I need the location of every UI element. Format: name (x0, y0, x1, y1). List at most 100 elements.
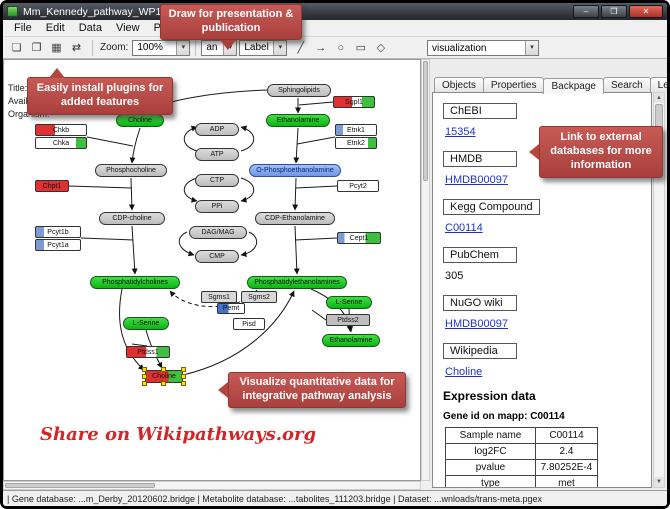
menu-data[interactable]: Data (78, 22, 102, 34)
pathway-node-phosphatidylcholines[interactable]: Phosphatidylcholines (90, 276, 180, 289)
pathway-node-phosphocholine[interactable]: Phosphocholine (95, 164, 167, 177)
canvas-vertical-scrollbar[interactable] (421, 59, 430, 481)
selection-handle[interactable] (181, 367, 186, 372)
tab-properties[interactable]: Properties (482, 77, 545, 93)
pathway-edge[interactable] (183, 125, 198, 152)
label-combobox[interactable]: Label ▾ (239, 39, 288, 56)
canvas-horizontal-scrollbar[interactable] (3, 481, 421, 490)
menu-edit[interactable]: Edit (45, 22, 65, 34)
tab-backpage[interactable]: Backpage (543, 78, 604, 94)
pathway-node-pcyt2[interactable]: Pcyt2 (337, 180, 379, 192)
pathway-node-choline[interactable]: Choline (116, 114, 164, 127)
pathway-node-phosphatidylethanolamines[interactable]: Phosphatidylethanolamines (247, 276, 347, 289)
pathway-canvas[interactable]: Title: Availability: Organism: Sphingoli… (3, 59, 421, 481)
selection-handle[interactable] (161, 381, 166, 386)
chevron-down-icon[interactable]: ▾ (273, 40, 287, 55)
pathway-node-cept1[interactable]: Cept1 (337, 232, 381, 244)
pathway-edge[interactable] (80, 237, 134, 241)
pathway-edge[interactable] (183, 177, 198, 203)
pathway-edge[interactable] (129, 127, 141, 164)
selection-handle[interactable] (181, 381, 186, 386)
scrollbar-thumb[interactable] (423, 61, 428, 181)
pathway-edge[interactable] (131, 343, 148, 347)
selection-handle[interactable] (161, 367, 166, 372)
pathway-node-chka[interactable]: Chka (35, 137, 87, 149)
pathway-edge[interactable] (311, 309, 327, 321)
pathway-node-sgms2[interactable]: Sgms2 (241, 291, 277, 303)
zoom-combobox[interactable]: 100% ▾ (132, 39, 191, 56)
tab-search[interactable]: Search (602, 77, 651, 93)
kegg-id-link[interactable]: C00114 (445, 222, 483, 234)
pathway-node-ethanolamine-top[interactable]: Ethanolamine (266, 114, 330, 127)
pathway-node-atp[interactable]: ATP (195, 148, 239, 161)
pathway-node-etnk2[interactable]: Etnk2 (335, 137, 377, 149)
selection-handle[interactable] (142, 367, 147, 372)
pathway-node-etnk1[interactable]: Etnk1 (335, 124, 377, 136)
pathway-edge[interactable] (119, 288, 145, 371)
pathway-edge[interactable] (240, 231, 258, 257)
pathway-node-pcyt1b[interactable]: Pcyt1b (35, 226, 81, 238)
pathway-node-pcyt1a[interactable]: Pcyt1a (35, 239, 81, 251)
minimize-button[interactable]: – (573, 5, 599, 18)
close-button[interactable]: ✕ (629, 5, 663, 18)
pathway-node-sgpl1[interactable]: Sgpl1 (333, 96, 375, 108)
selection-handle[interactable] (142, 373, 147, 379)
pathway-node-cdp-ethanolamine[interactable]: CDP-Ethanolamine (255, 212, 335, 225)
scroll-up-icon[interactable]: ▲ (654, 93, 664, 103)
pathway-node-dag-mag[interactable]: DAG/MAG (189, 226, 247, 239)
pathway-node-chkb[interactable]: Chkb (35, 124, 87, 136)
pathway-edge[interactable] (293, 127, 300, 164)
chevron-down-icon[interactable]: ▾ (525, 41, 538, 55)
pathway-edge[interactable] (182, 290, 295, 376)
pathway-node-ptdss2[interactable]: Ptdss2 (326, 314, 370, 326)
pathway-node-ethanolamine-bottom[interactable]: Ethanolamine (322, 334, 380, 347)
pathway-node-l-serine-left[interactable]: L-Serine (123, 317, 169, 330)
pathway-edge[interactable] (131, 225, 138, 275)
chebi-id-link[interactable]: 15354 (445, 126, 476, 138)
tab-legend[interactable]: Legend (649, 77, 667, 93)
pathway-node-pemt[interactable]: Pemt (217, 303, 245, 314)
pathway-node-choline-selected[interactable]: Choline (142, 367, 186, 386)
selection-handle[interactable] (142, 381, 147, 386)
pathway-edge[interactable] (86, 136, 134, 147)
pathway-edge[interactable] (296, 136, 336, 145)
oval-tool-icon[interactable]: ○ (337, 41, 345, 54)
pathway-node-cmp[interactable]: CMP (195, 250, 239, 263)
pathway-node-sphingolipids[interactable]: Sphingolipids (267, 84, 331, 97)
hmdb-id-link[interactable]: HMDB00097 (445, 174, 508, 186)
pathway-node-o-phosphoethanolamine[interactable]: O-Phosphoethanolamine (249, 164, 341, 177)
pathway-edge[interactable] (128, 177, 135, 211)
pathway-edge[interactable] (298, 101, 334, 106)
menu-view[interactable]: View (115, 22, 140, 34)
pathway-node-chpt1[interactable]: Chpt1 (35, 180, 69, 192)
chevron-down-icon[interactable]: ▾ (176, 40, 190, 55)
pathway-edge[interactable] (240, 177, 255, 203)
pathway-edge[interactable] (292, 177, 299, 211)
pathway-node-pisd[interactable]: Pisd (233, 318, 265, 330)
pathway-edge[interactable] (178, 231, 195, 257)
pathway-node-ptdss1[interactable]: Ptdss1 (126, 346, 170, 358)
pathway-edge[interactable] (294, 237, 338, 241)
pathway-edge[interactable] (240, 125, 255, 152)
pathway-node-ppi[interactable]: PPi (195, 200, 239, 213)
pathway-edge[interactable] (293, 225, 300, 275)
arrow-tool-icon[interactable]: → (315, 41, 327, 54)
new-file-icon[interactable]: ❏ (11, 41, 22, 54)
save-icon[interactable]: ▦ (51, 41, 62, 54)
shape-tool-icon[interactable]: ◇ (376, 41, 386, 54)
nugo-id-link[interactable]: HMDB00097 (445, 318, 508, 330)
tab-objects[interactable]: Objects (434, 77, 484, 93)
maximize-button[interactable]: ❐ (601, 5, 627, 18)
pathway-node-ctp[interactable]: CTP (195, 174, 239, 187)
import-export-icon[interactable]: ⇄ (71, 41, 82, 54)
pathway-node-l-serine-right[interactable]: L-Serine (326, 296, 372, 309)
rect-tool-icon[interactable]: ▭ (355, 41, 367, 54)
pathway-node-cdp-choline[interactable]: CDP-choline (99, 212, 165, 225)
scrollbar-thumb[interactable] (5, 483, 155, 488)
scroll-down-icon[interactable]: ▼ (654, 477, 664, 487)
pathway-edge[interactable] (295, 185, 338, 189)
open-folder-icon[interactable]: ❐ (31, 41, 42, 54)
line-tool-icon[interactable]: ╱ (297, 41, 305, 54)
menu-file[interactable]: File (14, 22, 32, 34)
pathway-node-adp[interactable]: ADP (195, 123, 239, 136)
